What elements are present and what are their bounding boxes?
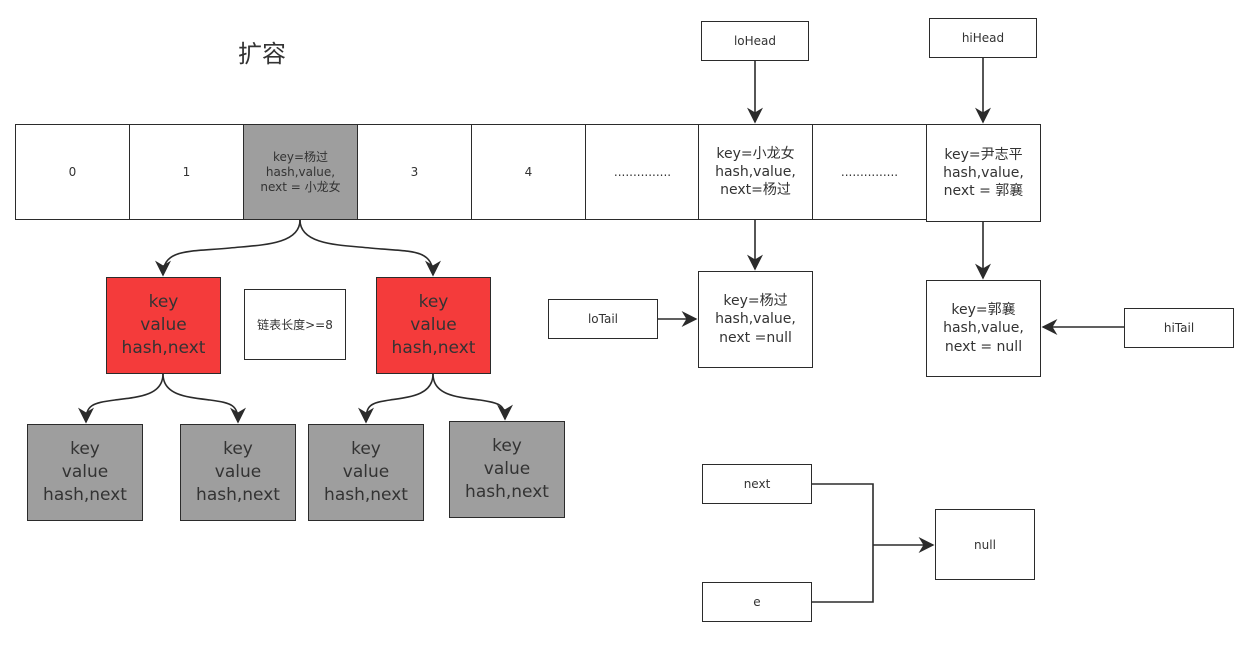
edge-next-to-junction	[811, 483, 874, 545]
diagram-title: 扩容	[238, 40, 286, 68]
tree-node-gray-2: key value hash,next	[180, 424, 296, 521]
tree-node-red-left: key value hash,next	[106, 277, 221, 374]
tree-node-gray-1: key value hash,next	[27, 424, 143, 521]
next-box: next	[702, 464, 812, 504]
array-cell-3: 3	[357, 124, 472, 220]
chain-length-note: 链表长度>=8	[244, 289, 346, 360]
tree-node-gray-3: key value hash,next	[308, 424, 424, 521]
edge-red-right-to-gray4	[432, 373, 513, 421]
edge-red-left-to-gray1	[78, 373, 164, 424]
edge-cell2-to-red-left	[155, 219, 301, 277]
edge-red-right-to-gray3	[358, 373, 434, 424]
array-cell-0: 0	[15, 124, 130, 220]
array-cell-7: ...............	[812, 124, 927, 220]
array-cell-1: 1	[129, 124, 244, 220]
e-box: e	[702, 582, 812, 622]
array-cell-6: key=小龙女 hash,value, next=杨过	[698, 124, 813, 220]
hitail-box: hiTail	[1124, 308, 1234, 348]
array-cell-5: ...............	[585, 124, 700, 220]
hihead-box: hiHead	[929, 18, 1037, 58]
lohead-box: loHead	[701, 21, 809, 61]
tree-node-red-right: key value hash,next	[376, 277, 491, 374]
array-cell-2: key=杨过 hash,value, next = 小龙女	[243, 124, 358, 220]
edge-red-left-to-gray2	[162, 373, 246, 424]
null-box: null	[935, 509, 1035, 580]
edge-e-to-junction	[811, 545, 874, 603]
array-cell-4: 4	[471, 124, 586, 220]
tree-node-gray-4: key value hash,next	[449, 421, 565, 518]
hitail-node: key=郭襄 hash,value, next = null	[926, 280, 1041, 377]
edge-cell2-to-red-right	[299, 219, 441, 277]
lotail-box: loTail	[548, 299, 658, 339]
lotail-node: key=杨过 hash,value, next =null	[698, 271, 813, 368]
array-cell-8: key=尹志平 hash,value, next = 郭襄	[926, 124, 1041, 222]
